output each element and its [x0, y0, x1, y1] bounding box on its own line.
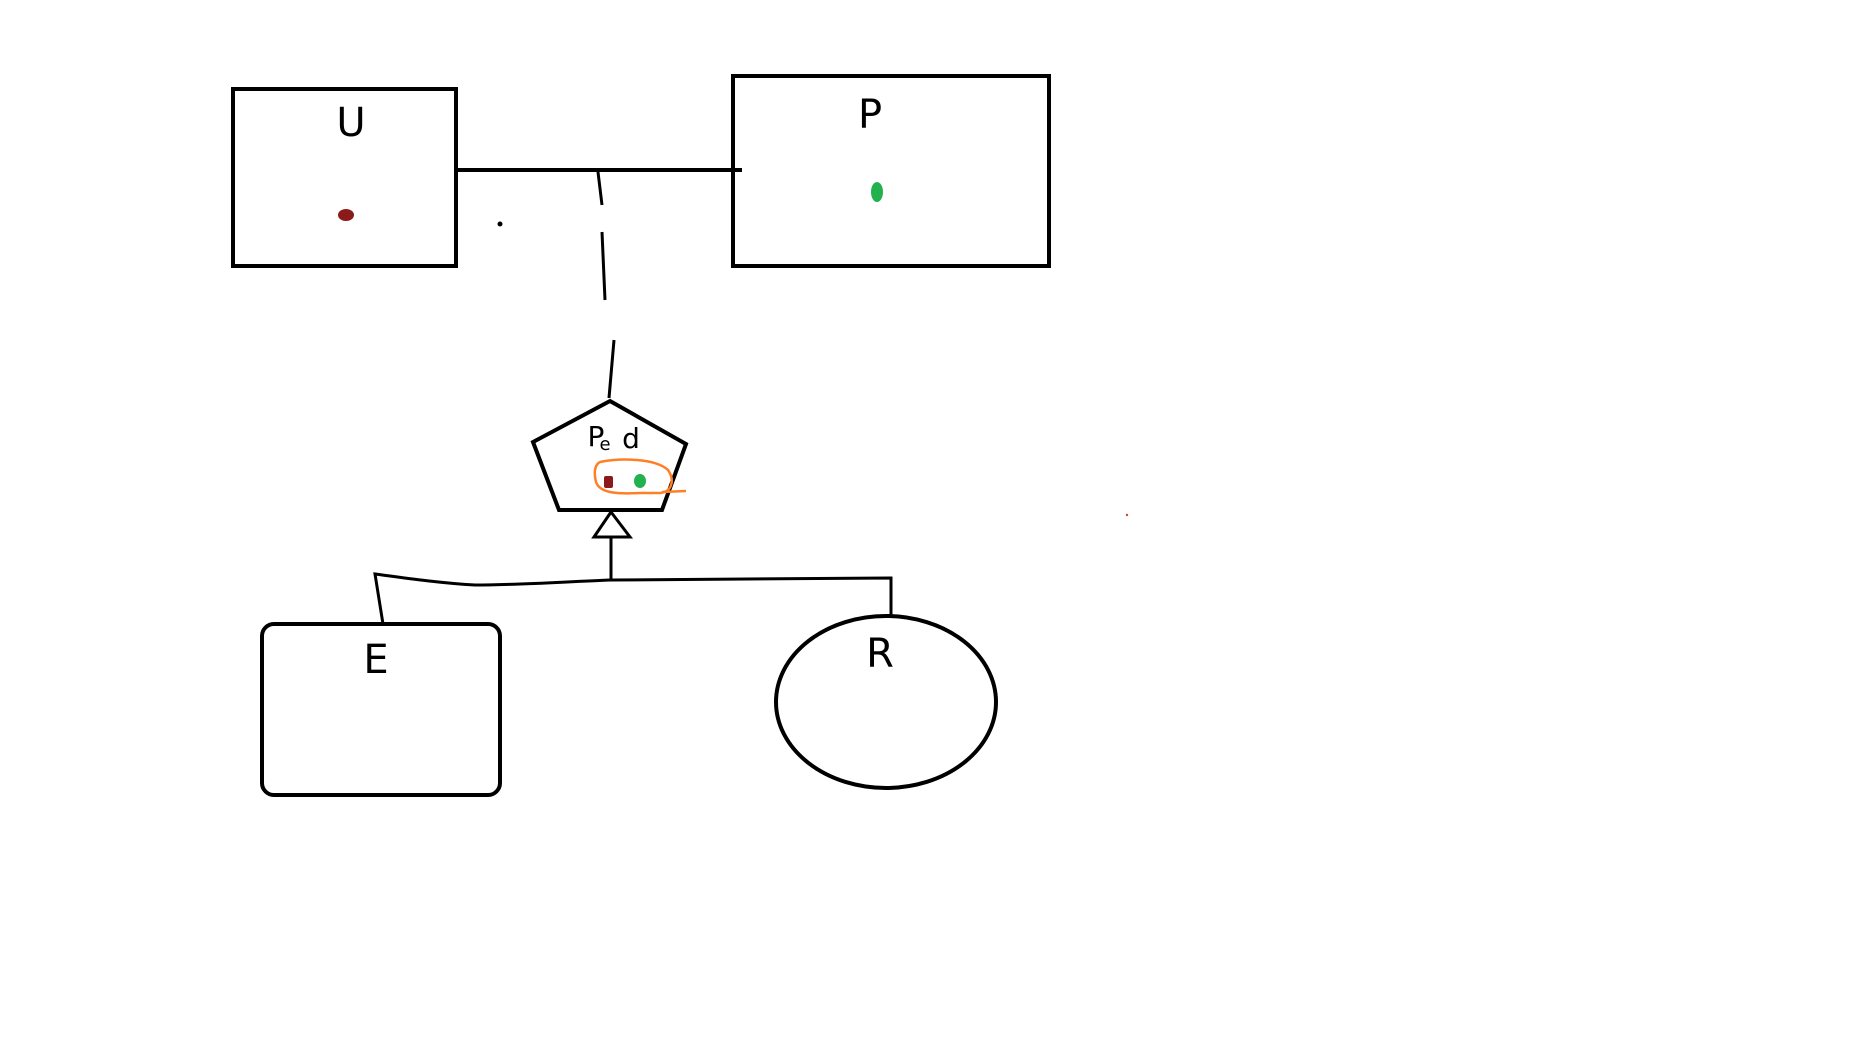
node-r-label: R: [866, 631, 894, 677]
node-e-box: [260, 622, 502, 797]
node-e-label: E: [363, 637, 388, 683]
edge-r-pe: [610, 576, 893, 618]
node-r[interactable]: R: [774, 614, 998, 790]
edge-e-pe: [373, 572, 612, 625]
hollow-triangle-arrowhead: [591, 509, 634, 539]
node-u[interactable]: U: [231, 87, 458, 268]
node-u-label: U: [336, 100, 365, 146]
node-pe-dot-red: [604, 476, 613, 488]
node-pe-subscript: e: [599, 434, 610, 455]
node-pe-highlight: [593, 458, 687, 495]
node-pe-dot-green: [634, 474, 646, 488]
node-pe-label: P: [588, 420, 605, 453]
node-p[interactable]: P: [731, 74, 1051, 268]
node-e[interactable]: E: [260, 622, 502, 797]
edge-link-pe-dashed: [596, 171, 616, 399]
node-u-box: [231, 87, 458, 268]
node-p-label: P: [858, 92, 882, 138]
node-pe[interactable]: P e d: [530, 398, 689, 512]
stray-dot: [497, 221, 503, 227]
node-pe-shape: [530, 398, 689, 512]
node-r-shape: [774, 614, 998, 790]
node-u-dot: [338, 209, 354, 221]
stray-red-speck: [1125, 513, 1129, 517]
generalization-edges: [373, 509, 893, 625]
node-p-box: [731, 74, 1051, 268]
node-pe-suffix: d: [622, 422, 640, 455]
node-p-dot: [871, 182, 883, 202]
